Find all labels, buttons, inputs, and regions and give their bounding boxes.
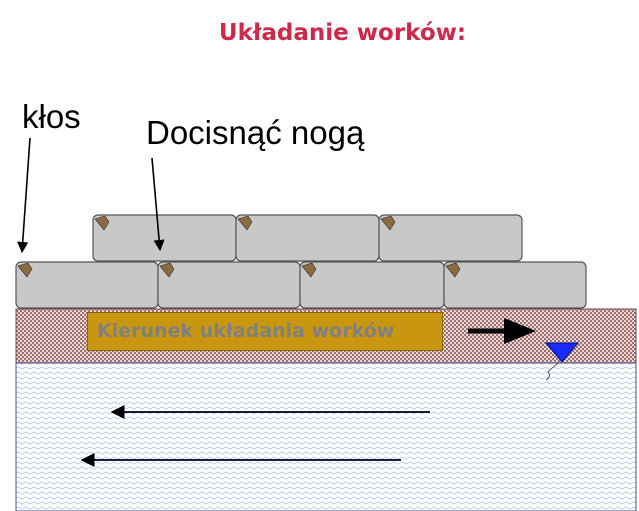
sandbag (299, 261, 445, 309)
docisnac-pointer-arrow (151, 157, 165, 252)
klos-label: kłos (22, 98, 81, 135)
laying-direction-arrow (468, 318, 536, 344)
sandbag (157, 261, 301, 309)
sandbag (378, 214, 523, 262)
water-level-icon (544, 342, 580, 381)
sandbag (15, 261, 159, 309)
sandbag (443, 261, 587, 309)
bag-row-bottom (15, 261, 587, 309)
laying-direction-label: Kierunek układania worków (87, 312, 443, 351)
water-area (15, 362, 637, 511)
docisnac-label: Docisnąć nogą (146, 114, 365, 151)
klos-pointer-arrow (17, 137, 31, 254)
sandbag (235, 214, 380, 262)
sandbag (92, 214, 237, 262)
bag-row-top (92, 214, 523, 262)
page-title: Układanie worków: (218, 20, 467, 46)
